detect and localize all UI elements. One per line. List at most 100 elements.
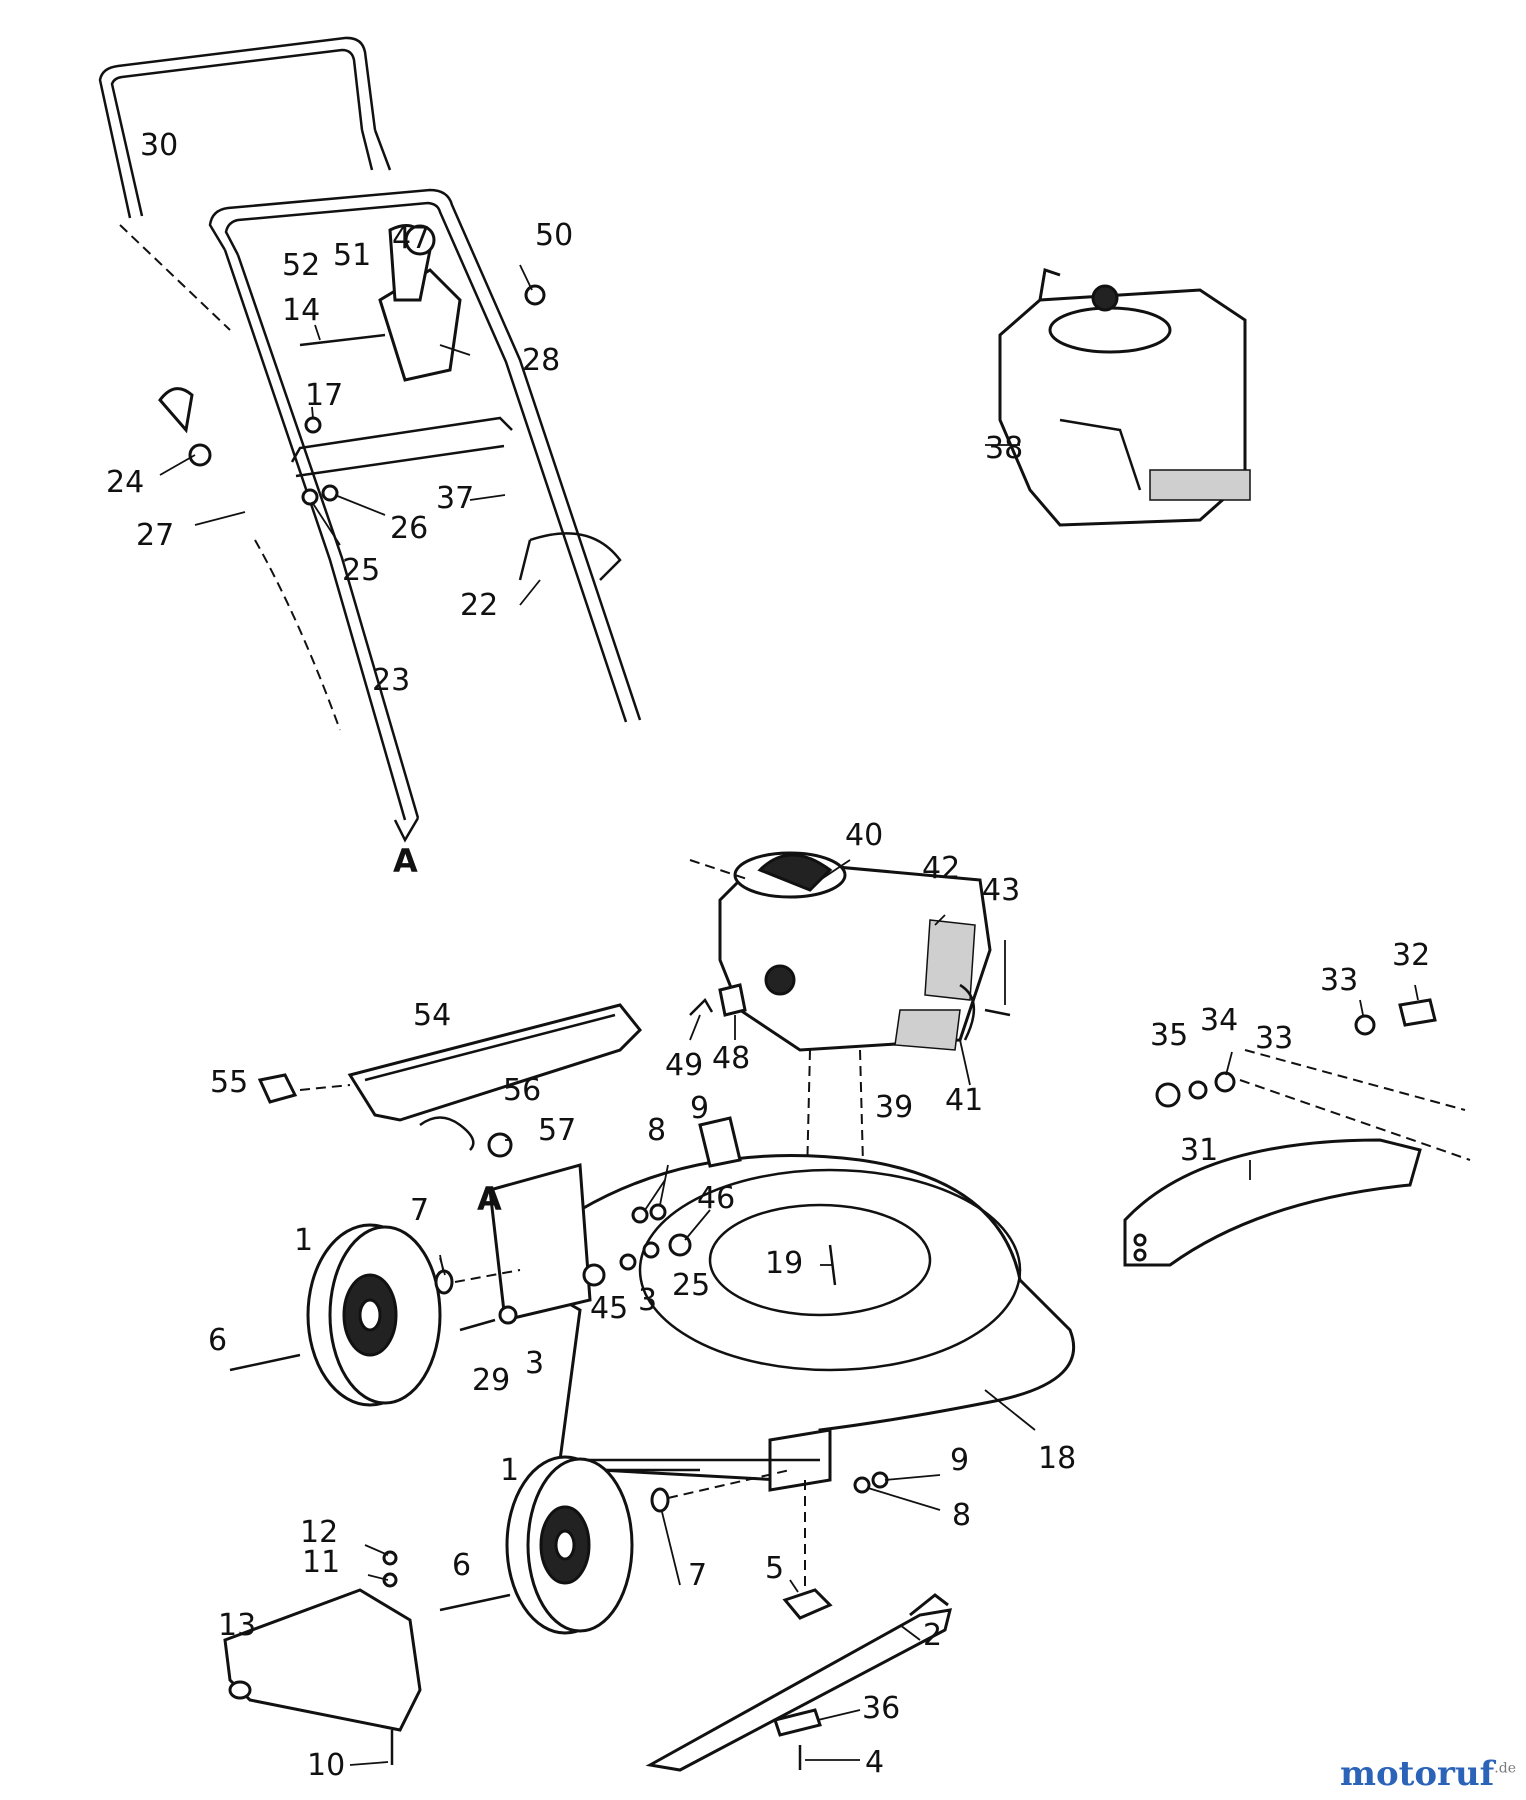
washer-9a-shape (649, 1203, 667, 1221)
callout-3-wheel: 3 (525, 1346, 544, 1381)
callout-11: 11 (302, 1545, 340, 1580)
engine-40-leader-dash (689, 859, 751, 881)
callout-56: 56 (503, 1073, 541, 1108)
cable-routing-dash (254, 539, 341, 731)
watermark-tld-text: .de (1494, 1760, 1516, 1777)
callout-36: 36 (862, 1691, 900, 1726)
callout-12: 12 (300, 1515, 338, 1550)
deflector-13-drawing (223, 1588, 422, 1732)
callout-22: 22 (460, 588, 498, 623)
key-49-shape (689, 997, 714, 1016)
washer-8a-shape (631, 1206, 649, 1224)
mower-deck-18-drawing (488, 1116, 1076, 1492)
throttle-control-unit (378, 224, 462, 382)
watermark-main-text: motoruf (1340, 1754, 1495, 1794)
washer-3b-shape (498, 1305, 518, 1325)
bolt-32-shape (1398, 998, 1437, 1027)
rear-flap-31-drawing (1123, 1138, 1422, 1267)
spring-56-shape (419, 1116, 475, 1151)
wheel-1-upper-drawing (306, 1223, 442, 1407)
bolt-55-shape (257, 1073, 298, 1104)
washer-33b-shape (1214, 1071, 1236, 1093)
callout-2: 2 (923, 1618, 942, 1653)
callout-32: 32 (1392, 938, 1430, 973)
washer-7b-shape (650, 1487, 670, 1513)
callout-1-lower: 1 (500, 1453, 519, 1488)
callout-31: 31 (1180, 1133, 1218, 1168)
bolt-6b-shape (439, 1593, 511, 1612)
engine-39-drawing (718, 851, 992, 1052)
bolt-19-shape (828, 1244, 837, 1286)
callout-35: 35 (1150, 1018, 1188, 1053)
callout-24: 24 (106, 465, 144, 500)
nut-35-shape (1155, 1082, 1181, 1108)
flap-axle-dash-2 (1239, 1079, 1471, 1161)
bolt-14-shape (299, 333, 386, 347)
callout-5: 5 (765, 1551, 784, 1586)
callout-6-upper: 6 (208, 1323, 227, 1358)
callout-3-deck: 3 (638, 1283, 657, 1318)
callout-33-lower: 33 (1255, 1021, 1293, 1056)
handle-end-a (393, 817, 420, 843)
callout-46: 46 (697, 1181, 735, 1216)
callout-a-handle: A (393, 842, 418, 880)
callout-25-deck: 25 (672, 1268, 710, 1303)
callout-29: 29 (472, 1363, 510, 1398)
callout-57: 57 (538, 1113, 576, 1148)
callout-51: 51 (333, 238, 371, 273)
callout-54: 54 (413, 998, 451, 1033)
clip-48-shape (718, 983, 747, 1017)
bail-55-dash (299, 1084, 351, 1091)
bolt-6a-shape (229, 1353, 301, 1372)
callout-7-lower: 7 (688, 1558, 707, 1593)
stiffener-36-shape (773, 1708, 822, 1737)
wheel-1-lower-drawing (505, 1455, 634, 1635)
callout-34: 34 (1200, 1003, 1238, 1038)
callout-9-lower: 9 (950, 1443, 969, 1478)
callout-7-upper: 7 (410, 1193, 429, 1228)
callout-52: 52 (282, 248, 320, 283)
callout-37: 37 (436, 481, 474, 516)
clip-24-shape (158, 387, 194, 434)
callout-6-lower: 6 (452, 1548, 471, 1583)
callout-28: 28 (522, 343, 560, 378)
callout-33-upper: 33 (1320, 963, 1358, 998)
callout-leaders (159, 264, 1419, 1766)
screw-43-shape (984, 1008, 1011, 1017)
upper-handle-bar (98, 36, 392, 219)
callout-labels: 30 47 52 51 50 14 28 17 24 37 26 27 25 2… (106, 128, 1430, 1783)
washer-3a-shape (619, 1253, 637, 1271)
bail-54-drawing (347, 1003, 643, 1122)
bolt-29-shape (459, 1318, 496, 1332)
leader-18 (984, 1389, 1036, 1431)
washer-25-shape (301, 488, 319, 506)
callout-50: 50 (535, 218, 573, 253)
callout-18: 18 (1038, 1441, 1076, 1476)
callout-23: 23 (372, 663, 410, 698)
callout-8-lower: 8 (952, 1498, 971, 1533)
callout-42: 42 (922, 851, 960, 886)
washer-34-shape (1188, 1080, 1208, 1100)
flap-axle-dash (1244, 1049, 1466, 1111)
callout-13: 13 (218, 1608, 256, 1643)
callout-8-upper: 8 (647, 1113, 666, 1148)
nut-17-shape (304, 416, 322, 434)
callout-47: 47 (392, 221, 430, 256)
blade-2-drawing (645, 1593, 953, 1772)
callout-a-deck: A (477, 1180, 502, 1218)
washer-8b-shape (853, 1476, 871, 1494)
callout-41: 41 (945, 1083, 983, 1118)
adapter-5-shape (782, 1588, 833, 1620)
callout-39: 39 (875, 1090, 913, 1125)
callout-49: 49 (665, 1048, 703, 1083)
callout-43: 43 (982, 873, 1020, 908)
callout-48: 48 (712, 1041, 750, 1076)
washer-11-shape (382, 1572, 398, 1588)
callout-26: 26 (390, 511, 428, 546)
washer-9b-shape (871, 1471, 889, 1489)
callout-38: 38 (985, 431, 1023, 466)
nut-50-shape (524, 284, 546, 306)
callout-17: 17 (305, 378, 343, 413)
